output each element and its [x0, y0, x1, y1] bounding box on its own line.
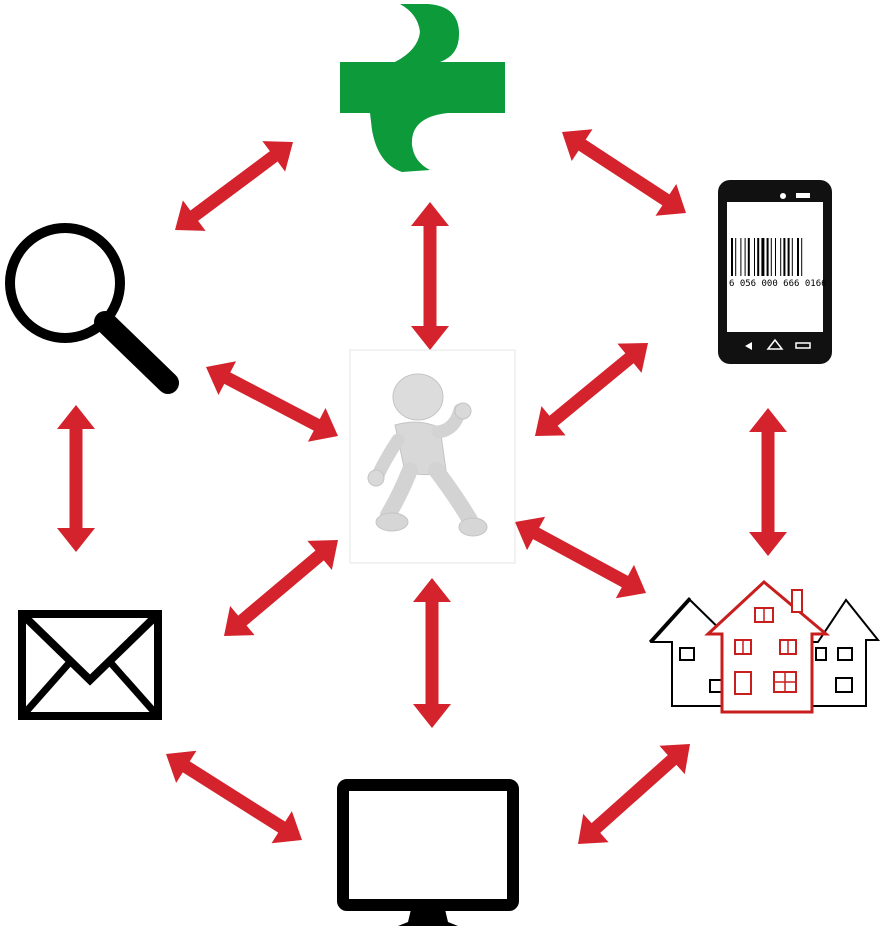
barcode-bar	[731, 238, 733, 276]
barcode-bar	[766, 238, 769, 276]
barcode-bar	[797, 238, 799, 276]
arrow-mobile-person	[535, 343, 648, 436]
barcode-bar	[735, 238, 737, 276]
pharmacy-cross-icon	[340, 4, 505, 172]
running-person-icon	[349, 349, 516, 564]
barcode-bar	[783, 238, 786, 276]
arrow-home-computer	[578, 744, 690, 844]
barcode-bar	[770, 238, 772, 276]
envelope-icon	[18, 610, 162, 720]
arrow-layer	[57, 129, 787, 844]
barcode-bar	[787, 238, 790, 276]
arrow-pharmacy-mobile	[562, 129, 687, 216]
desktop-monitor-icon	[337, 779, 519, 926]
barcode-bar	[754, 238, 755, 276]
arrow-pharmacy-search	[174, 141, 293, 231]
arrow-person-mail	[223, 540, 338, 636]
barcode-bar	[775, 238, 776, 276]
arrow-mobile-home	[749, 408, 787, 556]
smartphone-barcode-icon: 6 056 000 666 0166	[718, 180, 832, 364]
barcode	[731, 238, 803, 276]
barcode-bar	[747, 238, 750, 276]
arrow-search-person	[206, 361, 339, 442]
magnifying-glass-icon	[5, 223, 179, 394]
barcode-bar	[791, 238, 793, 276]
arrow-search-mail	[57, 405, 95, 552]
arrow-mail-computer	[166, 750, 302, 844]
barcode-bar	[801, 238, 803, 276]
houses-icon	[648, 579, 881, 714]
arrow-pharmacy-person	[411, 202, 449, 350]
barcode-bar	[761, 238, 765, 276]
barcode-bar	[740, 238, 742, 276]
barcode-digits: 6 056 000 666 0166	[729, 279, 827, 289]
arrow-person-computer	[413, 578, 451, 728]
arrow-person-home	[515, 516, 647, 599]
barcode-bar	[757, 238, 760, 276]
barcode-bar	[780, 238, 782, 276]
barcode-bar	[744, 238, 746, 276]
